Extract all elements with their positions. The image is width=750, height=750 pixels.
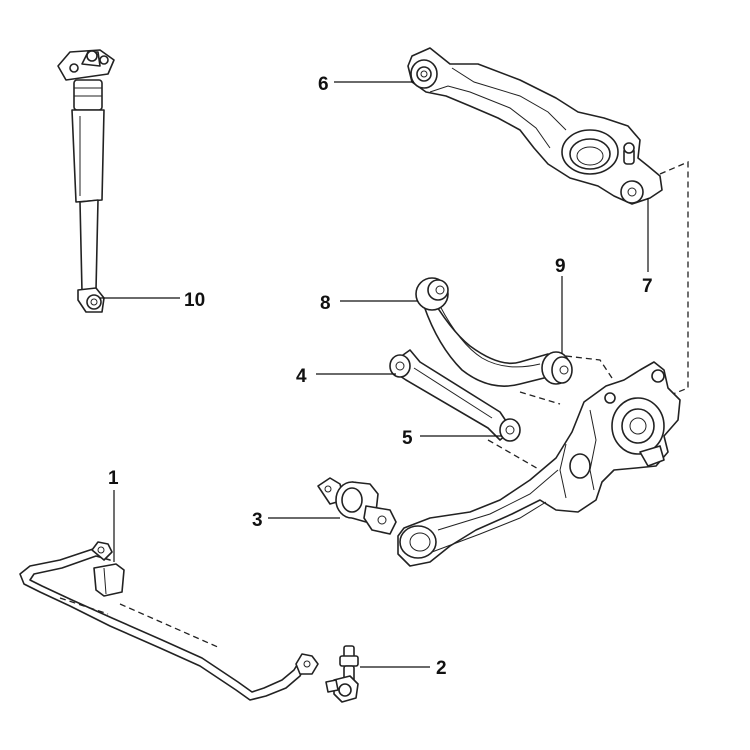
callout-9: 9 (555, 256, 566, 277)
stabilizer-bar (19, 541, 319, 701)
stabilizer-link (325, 645, 359, 703)
callout-labels: 1 2 3 4 5 6 7 8 9 10 (108, 74, 653, 679)
callout-10: 10 (184, 290, 205, 311)
upper-control-arm (407, 47, 663, 205)
link-guide-line (487, 355, 613, 471)
rear-knuckle-trailing-arm (397, 361, 681, 567)
upper-arm-guide-line (659, 161, 689, 397)
callout-4: 4 (296, 366, 307, 387)
lower-link (389, 349, 521, 442)
shock-absorber (57, 49, 115, 313)
upper-link (415, 277, 573, 387)
leader-lines (100, 81, 649, 668)
callout-7: 7 (642, 276, 653, 297)
callout-3: 3 (252, 510, 263, 531)
callout-2: 2 (436, 658, 447, 679)
callout-8: 8 (320, 293, 331, 314)
callout-6: 6 (318, 74, 329, 95)
callout-5: 5 (402, 428, 413, 449)
callout-1: 1 (108, 468, 119, 489)
trailing-arm-bushing (317, 477, 397, 535)
